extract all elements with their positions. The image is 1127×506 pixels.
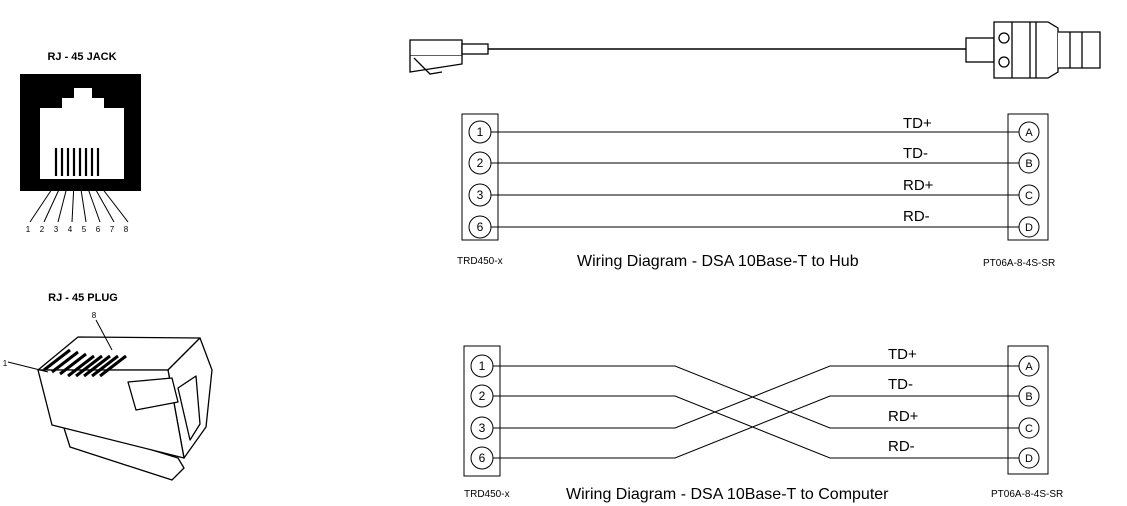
computer-left-pin-circle xyxy=(470,446,494,470)
computer-left-pin-label: 1 xyxy=(479,359,486,373)
hub-left-pin-label: 1 xyxy=(477,125,484,139)
jack-pin-label: 1 xyxy=(26,225,31,234)
jack-pin-label: 7 xyxy=(110,225,115,234)
jack-pin-label: 5 xyxy=(82,225,87,234)
computer-right-pin-label: B xyxy=(1025,391,1032,403)
plug-pin-label: 1 xyxy=(3,359,8,368)
computer-right-pin-circle xyxy=(1018,385,1040,407)
plug-title: RJ - 45 PLUG xyxy=(48,292,118,304)
hub-signal-label: TD- xyxy=(903,145,928,162)
computer-signal-label: RD+ xyxy=(888,408,919,425)
computer-wiring-diagram: 1 2 3 6 A B C D TD+ TD- RD+ RD- TRD450-x… xyxy=(463,345,1063,503)
hub-right-pin-circle xyxy=(1018,121,1040,143)
hub-signal-label: TD+ xyxy=(903,115,932,132)
computer-left-pin-circle xyxy=(470,354,494,378)
hub-signal-label: RD- xyxy=(903,208,930,225)
computer-signal-label: RD- xyxy=(888,438,915,455)
jack-pin-label: 2 xyxy=(40,225,45,234)
computer-diagram-caption: Wiring Diagram - DSA 10Base-T to Compute… xyxy=(566,486,889,503)
plug-pin-leaders xyxy=(7,319,113,373)
hub-wiring-diagram: 1 2 3 6 A B C D TD+ TD- RD+ RD- TRD450-x… xyxy=(457,113,1055,270)
hub-right-pin-circle xyxy=(1018,152,1040,174)
rj45-jack-icon xyxy=(20,74,141,191)
computer-right-part-number: PT06A-8-4S-SR xyxy=(991,489,1063,500)
jack-pin-label: 4 xyxy=(68,225,73,234)
hub-left-pin-circle xyxy=(468,151,492,175)
hub-left-pin-circle xyxy=(468,183,492,207)
computer-left-part-number: TRD450-x xyxy=(464,489,510,500)
hub-left-pin-circle xyxy=(468,120,492,144)
hub-left-pin-label: 6 xyxy=(477,220,484,234)
computer-signal-label: TD+ xyxy=(888,346,917,363)
computer-right-pin-circle xyxy=(1018,447,1040,469)
computer-left-pin-label: 3 xyxy=(479,421,486,435)
computer-left-pin-circle xyxy=(470,384,494,408)
hub-right-pin-label: A xyxy=(1025,127,1033,139)
hub-signal-label: RD+ xyxy=(903,177,934,194)
computer-wires xyxy=(493,365,1019,459)
jack-pin-leaders xyxy=(29,182,129,223)
hub-right-part-number: PT06A-8-4S-SR xyxy=(983,258,1055,269)
hub-left-pin-label: 2 xyxy=(477,156,484,170)
hub-left-part-number: TRD450-x xyxy=(457,256,503,267)
jack-pin-label: 6 xyxy=(96,225,101,234)
hub-diagram-caption: Wiring Diagram - DSA 10Base-T to Hub xyxy=(577,253,859,270)
rj45-cable-plug-icon xyxy=(409,39,489,75)
plug-pin-label: 8 xyxy=(92,311,97,320)
hub-right-pin-circle xyxy=(1018,184,1040,206)
hub-wires xyxy=(491,131,1019,228)
jack-pin-label: 3 xyxy=(54,225,59,234)
computer-right-pin-circle xyxy=(1018,355,1040,377)
computer-left-pin-circle xyxy=(470,416,494,440)
jack-pin-label: 8 xyxy=(124,225,129,234)
circular-connector-icon xyxy=(965,21,1101,79)
computer-right-pin-circle xyxy=(1018,417,1040,439)
hub-right-pin-circle xyxy=(1018,216,1040,238)
hub-right-pin-label: B xyxy=(1025,158,1032,170)
computer-right-pin-label: A xyxy=(1025,361,1033,373)
hub-left-pin-label: 3 xyxy=(477,188,484,202)
hub-left-pin-circle xyxy=(468,215,492,239)
computer-signal-label: TD- xyxy=(888,376,913,393)
jack-title: RJ - 45 JACK xyxy=(47,51,116,63)
computer-left-pin-label: 2 xyxy=(479,389,486,403)
hub-right-pin-label: D xyxy=(1025,222,1033,234)
computer-right-pin-label: C xyxy=(1025,423,1033,435)
hub-right-pin-label: C xyxy=(1025,190,1033,202)
computer-right-pin-label: D xyxy=(1025,453,1033,465)
rj45-plug-icon xyxy=(37,336,213,481)
computer-left-pin-label: 6 xyxy=(479,451,486,465)
